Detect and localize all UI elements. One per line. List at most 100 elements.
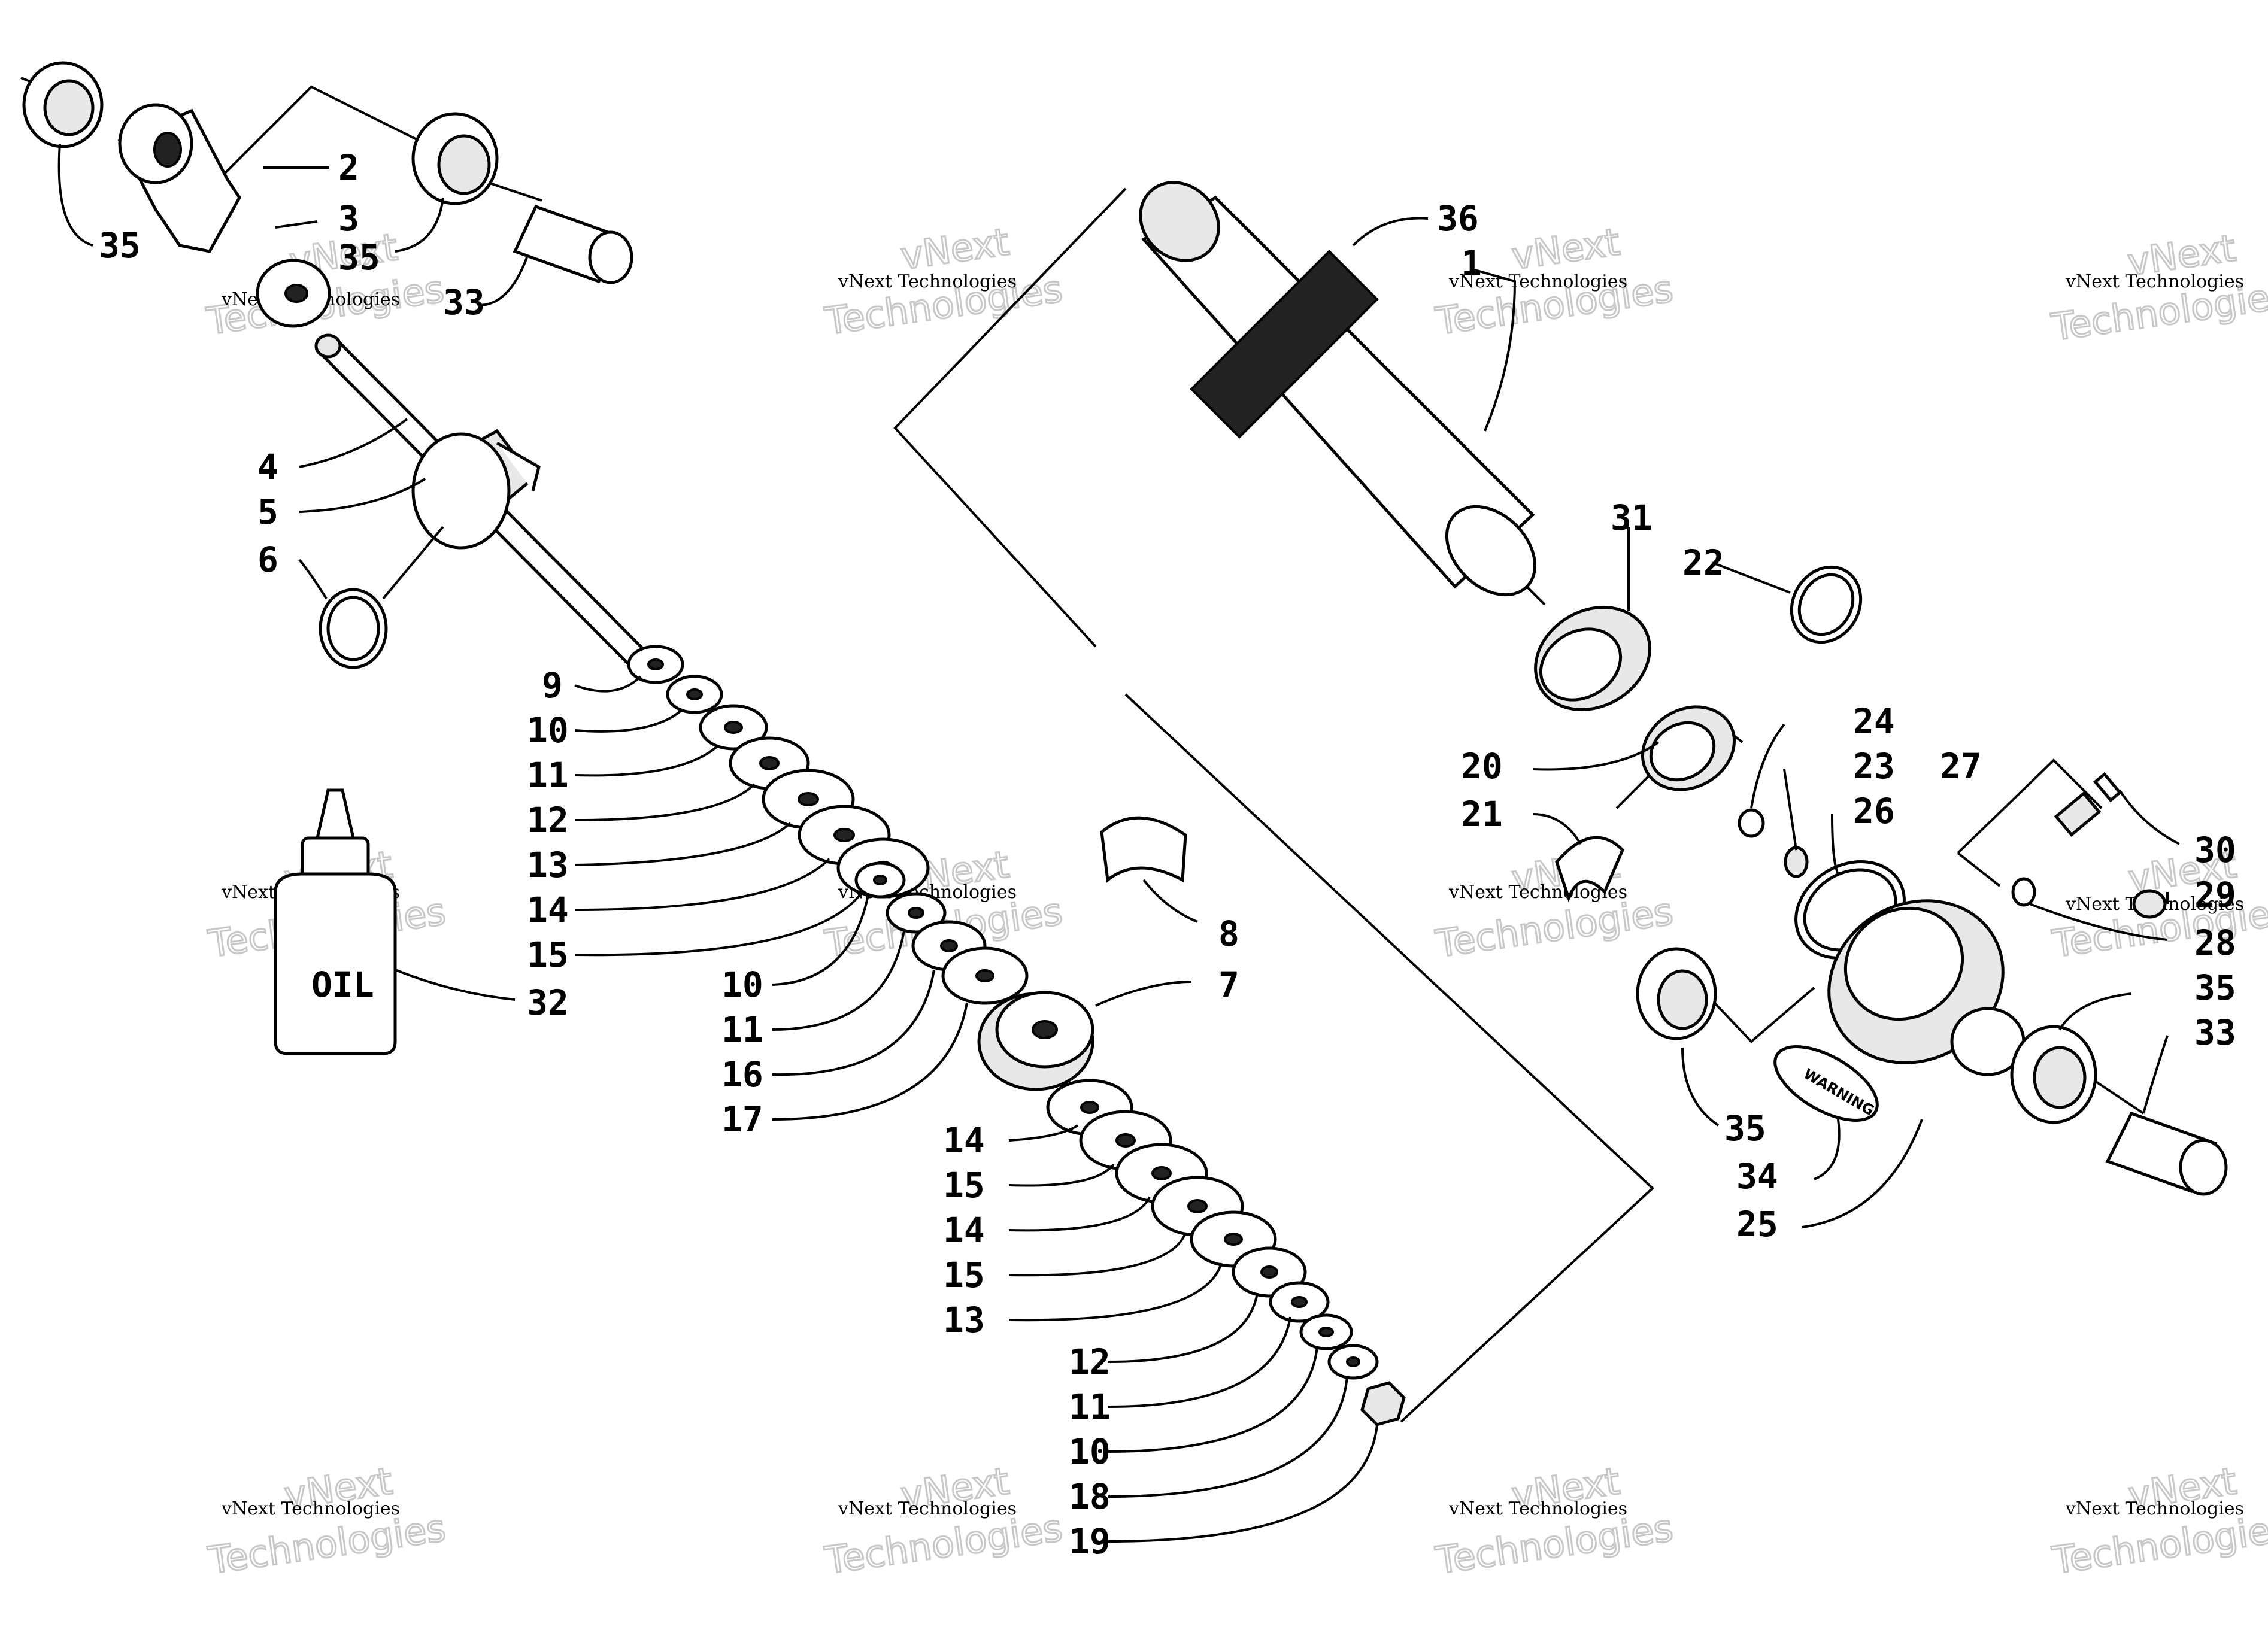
shock-body-1	[1139, 181, 1537, 597]
main-assembly-bracket-lower	[1124, 693, 1654, 1423]
watermark-big: vNext	[898, 220, 1012, 278]
callout-12: 12	[527, 800, 569, 840]
bumper-3	[256, 259, 331, 328]
eyelet-bushing-35c	[1636, 947, 1717, 1040]
warning-decal-36	[1190, 250, 1379, 439]
watermark-bot-mid2: Technologies vNext vNext Technologies	[1432, 1458, 1677, 1583]
callout-6: 6	[257, 539, 278, 580]
callout-11: 11	[527, 755, 569, 796]
bracket-27-lower	[1957, 852, 2001, 887]
callout-1: 1	[1461, 243, 1482, 284]
callout-22: 22	[1682, 542, 1724, 583]
schrader-valve-30	[2054, 772, 2123, 837]
oil-bottle-32: OIL	[274, 788, 397, 1055]
washer-10a	[666, 675, 723, 714]
callout-24: 24	[1853, 701, 1895, 742]
callout-36: 36	[1437, 198, 1479, 239]
reservoir-body-25	[1827, 899, 2026, 1076]
eyelet-bushing-35d	[2010, 1025, 2097, 1124]
rod-end-2	[117, 103, 241, 253]
callout-34: 34	[1736, 1156, 1778, 1197]
spring-adjuster-31	[1534, 606, 1651, 711]
washer-9	[627, 645, 684, 684]
nut-19	[1360, 1381, 1406, 1426]
callout-labels: 35 2 3 35 33 4 5 6 9 10 11 12 13 14 15 1…	[99, 147, 2236, 1562]
o-ring-22	[1790, 565, 1863, 644]
watermark-text: vNext Technologies	[2065, 1498, 2244, 1519]
washer-11c	[1269, 1281, 1330, 1323]
callout-35: 35	[1724, 1108, 1766, 1149]
callout-25: 25	[1736, 1204, 1778, 1245]
eyelet-bushing-35b	[411, 112, 499, 205]
seal-head-5	[411, 429, 541, 550]
watermark-bot-left: Technologies vNext vNext Technologies	[205, 1458, 450, 1583]
callout-11: 11	[721, 1009, 763, 1050]
watermark-bot-mid1: Technologies vNext vNext Technologies	[821, 1458, 1066, 1583]
watermark-mid-mid2: Technologies vNext vNext Technologies	[1432, 842, 1677, 967]
callout-7: 7	[1218, 964, 1239, 1005]
callout-9: 9	[542, 665, 563, 706]
valve-23	[1784, 846, 1809, 878]
callout-33: 33	[2194, 1012, 2236, 1053]
bottle-label: OIL	[311, 964, 374, 1005]
callout-12: 12	[1069, 1341, 1111, 1382]
watermark-bot-right: Technologies vNext vNext Technologies	[2049, 1458, 2268, 1583]
callout-10: 10	[721, 964, 763, 1005]
callout-28: 28	[2194, 922, 2236, 963]
washer-17	[941, 946, 1029, 1005]
callout-30: 30	[2194, 830, 2236, 870]
callout-35: 35	[338, 237, 380, 278]
body-axis-line-3	[1615, 771, 1654, 809]
watermark-text: vNext Technologies	[1448, 1498, 1627, 1519]
watermark-text: vNext Technologies	[221, 1498, 400, 1519]
spacer-20	[1641, 705, 1736, 791]
callout-19: 19	[1069, 1521, 1111, 1562]
callout-5: 5	[257, 491, 278, 532]
clip-21	[1555, 836, 1624, 903]
callout-33: 33	[443, 282, 485, 323]
callout-35: 35	[2194, 967, 2236, 1008]
washer-10b	[854, 861, 906, 899]
callout-2: 2	[338, 147, 359, 188]
callout-29: 29	[2194, 875, 2236, 915]
callout-17: 17	[721, 1099, 763, 1140]
piston-ring-8	[1100, 816, 1187, 883]
assembly-bracket-lines	[20, 77, 2145, 1423]
callout-3: 3	[338, 198, 359, 239]
callout-32: 32	[527, 982, 569, 1023]
callout-21: 21	[1461, 794, 1503, 834]
callout-31: 31	[1611, 497, 1653, 538]
callout-11: 11	[1069, 1386, 1111, 1427]
callout-23: 23	[1853, 746, 1895, 787]
o-ring-6	[319, 588, 388, 669]
body-axis-line-5	[2088, 1076, 2145, 1115]
watermark-text: vNext Technologies	[1448, 271, 1627, 292]
callout-15: 15	[527, 934, 569, 975]
eyelet-bushing-35a	[22, 61, 104, 148]
valve-stack-lower	[1046, 1079, 1406, 1426]
callout-13: 13	[943, 1300, 985, 1340]
callout-15: 15	[943, 1165, 985, 1206]
watermark-text: vNext Technologies	[838, 1498, 1017, 1519]
valve-stack-upper	[627, 645, 1029, 1005]
watermark-text: vNext Technologies	[838, 271, 1017, 292]
o-ring-24	[1738, 808, 1765, 838]
callout-16: 16	[721, 1054, 763, 1095]
watermark-top-mid2: Technologies vNext vNext Technologies	[1432, 219, 1677, 344]
callout-13: 13	[527, 845, 569, 885]
watermark-top-mid1: Technologies vNext vNext Technologies	[821, 219, 1066, 344]
washer-11b	[886, 892, 947, 934]
callout-14: 14	[943, 1210, 985, 1251]
watermark-text: vNext Technologies	[2065, 271, 2244, 292]
callout-15: 15	[943, 1255, 985, 1295]
watermark-big: vNext	[1509, 220, 1623, 278]
callout-14: 14	[943, 1120, 985, 1161]
washer-11a	[699, 704, 768, 751]
sleeve-33b	[2105, 1111, 2228, 1196]
callout-26: 26	[1853, 791, 1895, 831]
cap-29	[2132, 889, 2167, 919]
valve-core-28	[2011, 877, 2036, 907]
washer-18	[1327, 1344, 1379, 1380]
callout-35: 35	[99, 225, 141, 266]
